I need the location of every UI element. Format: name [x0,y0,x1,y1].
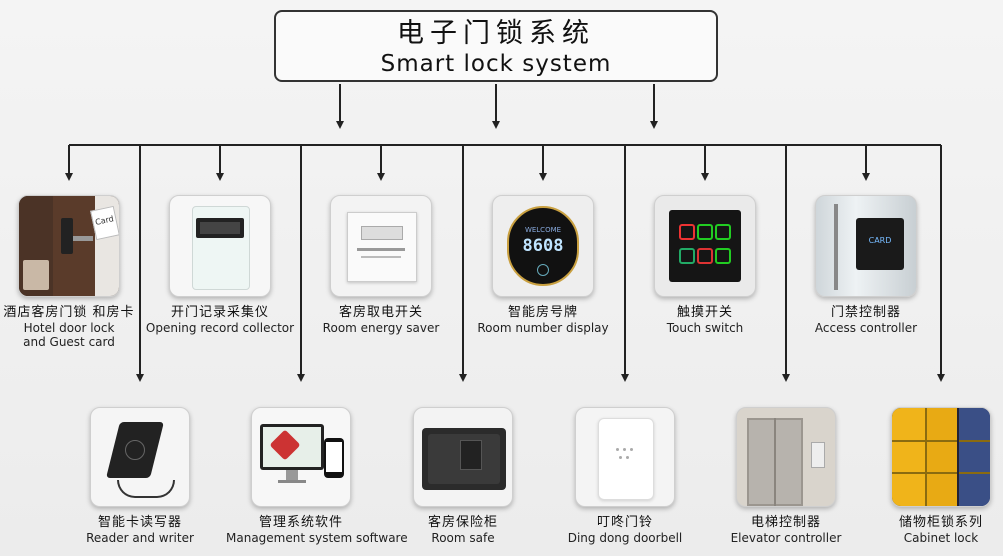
room-safe-image [413,407,513,507]
doorbell-label-zh: 叮咚门铃 [596,515,653,530]
node-room-energy-saver: 客房取电开关 Room energy saver [306,195,456,335]
doorbell-image [575,407,675,507]
title-box: 电子门锁系统 Smart lock system [274,10,718,82]
node-access-controller: CARD 门禁控制器 Access controller [791,195,941,335]
elevator-controller-image [736,407,836,507]
node-hotel-door-lock: Card 酒店客房门锁 和房卡 Hotel door lock and Gues… [0,195,144,349]
hotel-door-lock-label-en-2: and Guest card [23,335,115,349]
cabinet-lock-label-en: Cabinet lock [903,531,979,545]
node-touch-switch: 触摸开关 Touch switch [630,195,780,335]
opening-record-collector-label-en: Opening record collector [145,321,295,335]
access-controller-label-zh: 门禁控制器 [830,305,901,320]
doorbell-button-icon [616,448,634,462]
elevator-controller-label-en: Elevator controller [730,531,842,545]
touch-button-icon [679,224,695,240]
cabinet-lock-image [891,407,991,507]
management-software-label-en: Management system software [226,531,408,545]
room-energy-saver-label-en: Room energy saver [322,321,440,335]
node-doorbell: 叮咚门铃 Ding dong doorbell [550,407,700,545]
node-reader-writer: 智能卡读写器 Reader and writer [65,407,215,545]
hotel-door-lock-label-zh: 酒店客房门锁 和房卡 [3,305,135,320]
opening-record-collector-label-zh: 开门记录采集仪 [170,305,269,320]
management-software-label-zh: 管理系统软件 [258,515,343,530]
node-room-safe: 客房保险柜 Room safe [388,407,538,545]
room-number-display-image: WELCOME 8608 [492,195,594,297]
reader-writer-label-en: Reader and writer [86,531,194,545]
room-energy-saver-image [330,195,432,297]
opening-record-collector-image [169,195,271,297]
touch-switch-image [654,195,756,297]
management-software-image [251,407,351,507]
touch-button-icon [697,248,713,264]
elevator-controller-label-zh: 电梯控制器 [750,515,821,530]
elevator-panel-icon [811,442,825,468]
access-controller-image: CARD [815,195,917,297]
doorbell-icon [537,264,549,276]
reader-writer-image [90,407,190,507]
doorbell-label-en: Ding dong doorbell [567,531,683,545]
touch-button-icon [697,224,713,240]
welcome-text: WELCOME [524,226,562,234]
rfid-icon [125,440,145,460]
node-management-software: 管理系统软件 Management system software [226,407,408,545]
cabinet-lock-label-zh: 储物柜锁系列 [898,515,983,530]
room-energy-saver-label-zh: 客房取电开关 [338,305,423,320]
reader-writer-label-zh: 智能卡读写器 [97,515,182,530]
card-reader-text: CARD [868,236,892,245]
touch-button-icon [715,224,731,240]
node-cabinet-lock: 储物柜锁系列 Cabinet lock [866,407,1003,545]
room-number-display-label-zh: 智能房号牌 [507,305,578,320]
touch-button-icon [679,248,695,264]
touch-switch-label-zh: 触摸开关 [676,305,733,320]
room-safe-label-zh: 客房保险柜 [427,515,498,530]
touch-switch-label-en: Touch switch [666,321,744,335]
room-number-text: 8608 [522,236,564,256]
room-safe-label-en: Room safe [431,531,495,545]
hotel-door-lock-image: Card [18,195,120,297]
node-opening-record-collector: 开门记录采集仪 Opening record collector [145,195,295,335]
node-elevator-controller: 电梯控制器 Elevator controller [711,407,861,545]
title-english: Smart lock system [380,51,612,77]
access-controller-label-en: Access controller [814,321,918,335]
touch-button-icon [715,248,731,264]
hotel-door-lock-label-en: Hotel door lock [23,321,115,335]
node-room-number-display: WELCOME 8608 智能房号牌 Room number display [468,195,618,335]
title-chinese: 电子门锁系统 [397,18,595,49]
room-number-display-label-en: Room number display [477,321,609,335]
